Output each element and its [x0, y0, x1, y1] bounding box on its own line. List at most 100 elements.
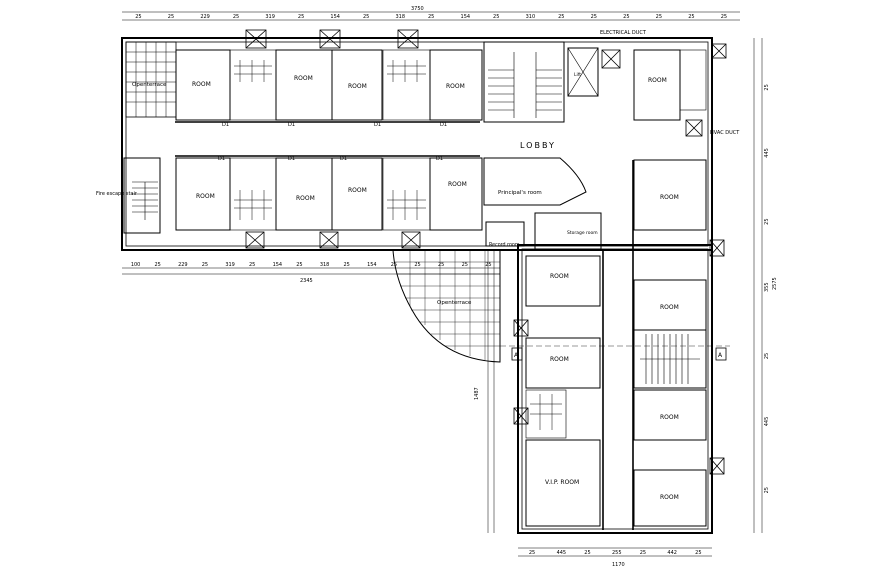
dim-value: 25 — [233, 14, 239, 20]
door-tag: D1 — [440, 122, 447, 128]
left-lower-rooms: ROOM ROOM V.I.P. ROOM — [513, 255, 601, 527]
room-label-6: ROOM — [296, 195, 315, 202]
dim-value: 319 — [225, 262, 235, 268]
outer-walls — [121, 37, 713, 534]
dim-value: 154 — [367, 262, 377, 268]
dim-value: 25 — [298, 14, 304, 20]
dim-value: 154 — [461, 14, 471, 20]
dim-value: 25 — [584, 550, 590, 556]
dim-value: 25 — [623, 14, 629, 20]
dim-value: 229 — [200, 14, 210, 20]
dim-value: 25 — [656, 14, 662, 20]
dim-value: 154 — [273, 262, 283, 268]
dim-value: 318 — [320, 262, 330, 268]
lobby-label: LOBBY — [520, 141, 556, 150]
dim-value: 318 — [395, 14, 405, 20]
room-label-9: ROOM — [648, 77, 667, 84]
dim-left-vert: 1487 — [474, 387, 480, 400]
room-label-2: ROOM — [294, 75, 313, 82]
dim-value: 25 — [591, 14, 597, 20]
room-label-11: ROOM — [660, 304, 679, 311]
principal-room: Principal's room — [483, 157, 587, 206]
right-dim-col: 25 445 25 355 25 445 25 — [764, 84, 770, 493]
dim-value: 229 — [178, 262, 188, 268]
room-label-10: ROOM — [660, 194, 679, 201]
dim-value: 25 — [485, 262, 491, 268]
open-terrace-arc: Openterrace — [392, 249, 501, 363]
door-tag: D1 — [222, 122, 229, 128]
dim-value: 25 — [688, 14, 694, 20]
dim-right-total: 2575 — [772, 277, 778, 290]
record-storage: Record room Storage room — [485, 212, 602, 250]
room-label-1: ROOM — [192, 81, 211, 88]
room-label-8: ROOM — [448, 181, 467, 188]
door-tag: D1 — [288, 122, 295, 128]
dim-value: 25 — [462, 262, 468, 268]
dim-value: 25 — [363, 14, 369, 20]
dim-value: 445 — [764, 148, 770, 158]
dim-value: 25 — [640, 550, 646, 556]
dim-value: 445 — [557, 550, 567, 556]
room-label-5: ROOM — [196, 193, 215, 200]
dim-value: 355 — [764, 282, 770, 292]
section-markers: A A — [500, 345, 730, 361]
middle-row-rooms: ROOM ROOM ROOM ROOM D1 D1 D1 D1 — [175, 156, 483, 249]
dim-value: 25 — [695, 550, 701, 556]
dim-bottom-total: 1170 — [612, 562, 625, 568]
main-staircase: Lift — [483, 41, 621, 123]
room-label-4: ROOM — [446, 83, 465, 90]
dim-value: 445 — [764, 417, 770, 427]
dimensions — [122, 11, 763, 557]
dim-value: 442 — [667, 550, 677, 556]
principal-room-label: Principal's room — [498, 190, 542, 196]
dim-value: 100 — [131, 262, 141, 268]
top-dim-row: 25 25 229 25 319 25 154 25 318 25 154 25 310 25 25 25 25… — [135, 14, 727, 20]
top-row-rooms: ROOM ROOM ROOM ROOM D1 D1 D1 D1 — [175, 29, 483, 128]
hvac-duct-label: HVAC DUCT — [710, 130, 740, 136]
open-terrace-label-2: Openterrace — [437, 300, 472, 306]
dim-value: 25 — [764, 487, 770, 493]
dim-value: 25 — [249, 262, 255, 268]
dim-value: 25 — [168, 14, 174, 20]
dim-value: 25 — [558, 14, 564, 20]
dim-value: 25 — [764, 218, 770, 224]
dim-value: 25 — [764, 353, 770, 359]
door-tag: D1 — [288, 156, 295, 162]
storage-room-label: Storage room — [567, 230, 598, 236]
dim-value: 25 — [428, 14, 434, 20]
open-terrace-label: Openterrace — [132, 82, 167, 88]
dim-value: 154 — [330, 14, 340, 20]
door-tag: D1 — [218, 156, 225, 162]
dim-value: 310 — [526, 14, 536, 20]
record-room-label: Record room — [489, 242, 520, 248]
room-label-15: ROOM — [550, 356, 569, 363]
door-tag: D1 — [374, 122, 381, 128]
dim-value: 25 — [135, 14, 141, 20]
right-top-rooms: ROOM ROOM ELECTRICAL DUCT HVAC DUCT — [600, 30, 740, 231]
dim-value: 25 — [493, 14, 499, 20]
dim-value: 25 — [202, 262, 208, 268]
electrical-duct-label: ELECTRICAL DUCT — [600, 30, 647, 36]
open-terrace-top: Openterrace — [125, 41, 177, 118]
fire-escape-label: Fire escape stair — [96, 191, 138, 197]
room-label-12: ROOM — [660, 414, 679, 421]
lift-label: Lift — [574, 72, 581, 78]
room-label-3: ROOM — [348, 83, 367, 90]
door-tag: D1 — [436, 156, 443, 162]
dim-top-total: 3750 — [411, 6, 424, 12]
room-label-13: ROOM — [660, 494, 679, 501]
dim-value: 25 — [296, 262, 302, 268]
door-tag: D1 — [340, 156, 347, 162]
dim-left-total: 2345 — [300, 278, 313, 284]
dim-value: 25 — [438, 262, 444, 268]
dim-value: 25 — [414, 262, 420, 268]
dim-value: 25 — [764, 84, 770, 90]
room-label-7: ROOM — [348, 187, 367, 194]
dim-value: 25 — [529, 550, 535, 556]
dim-value: 25 — [343, 262, 349, 268]
fire-escape-stair: Fire escape stair — [96, 157, 161, 234]
section-a-left: A — [514, 352, 519, 359]
dim-value: 319 — [265, 14, 275, 20]
